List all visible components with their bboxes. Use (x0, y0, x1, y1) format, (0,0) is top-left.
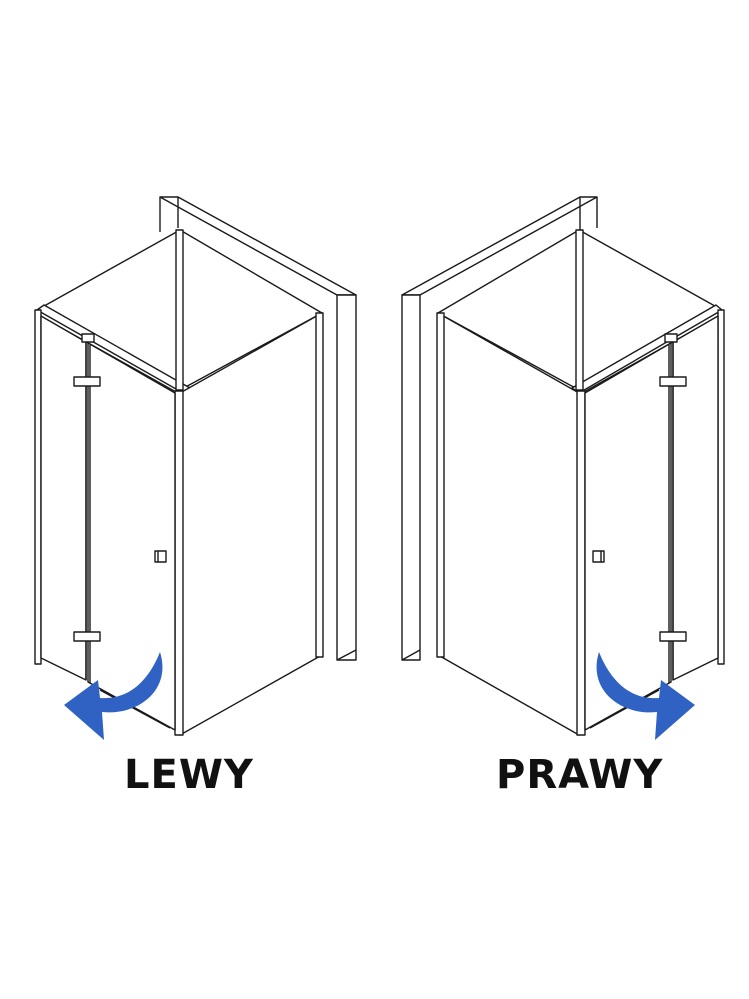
right-front-post (576, 390, 586, 736)
curved-arrow-icon (64, 652, 163, 740)
right-door-panel (584, 315, 719, 731)
door-handle-icon (592, 550, 605, 563)
right-back-post (575, 229, 584, 391)
right-wall (401, 196, 598, 661)
left-wall-profile (34, 309, 42, 665)
right-enclosure (401, 196, 725, 736)
left-door-panel (40, 315, 176, 731)
right-variant-label: PRAWY (496, 752, 664, 798)
door-handle-icon (154, 550, 167, 563)
left-side-panel (179, 312, 324, 736)
left-front-post (174, 390, 184, 736)
right-wall-profile (717, 309, 725, 665)
left-back-post (175, 229, 184, 391)
hinge-icon (73, 631, 101, 642)
right-side-panel (436, 312, 580, 736)
curved-arrow-icon (596, 652, 695, 740)
left-enclosure (34, 196, 357, 736)
left-variant-label: LEWY (124, 752, 254, 798)
hinge-icon (659, 376, 687, 387)
left-wall (159, 196, 357, 661)
hinge-icon (73, 376, 101, 387)
hinge-icon (659, 631, 687, 642)
